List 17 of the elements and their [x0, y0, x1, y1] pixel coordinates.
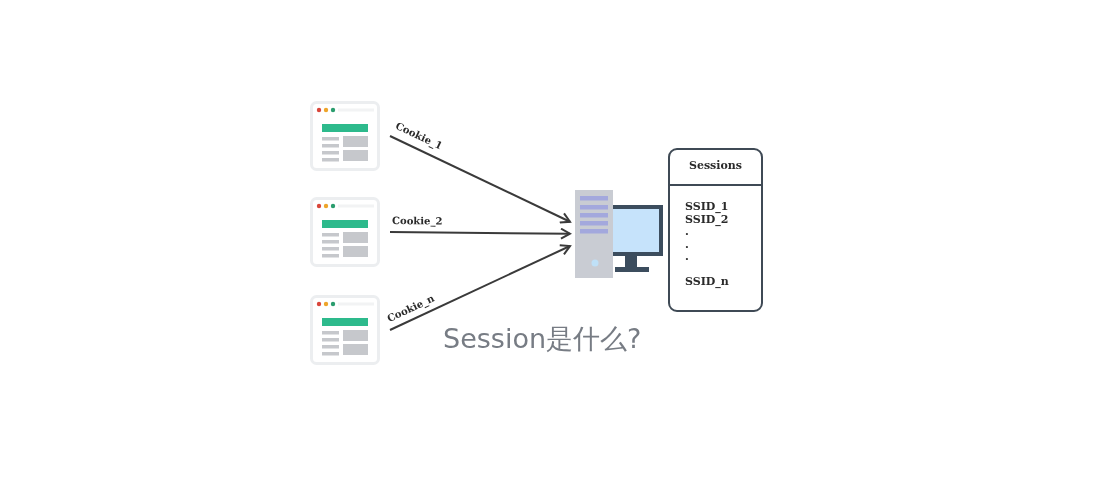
arrow: [389, 227, 571, 240]
list-item: SSID_1: [685, 201, 729, 213]
sessions-table: [668, 148, 763, 312]
list-item: .: [685, 251, 689, 263]
list-item: .: [685, 226, 689, 238]
arrow: [389, 135, 571, 224]
browser-window-drawing: [310, 295, 380, 365]
browser-window-drawing: [310, 197, 380, 267]
arrow: [389, 244, 571, 331]
computer-drawing: [573, 188, 665, 280]
list-item: .: [685, 238, 689, 251]
edge-label: Cookie_2: [392, 215, 443, 227]
list-item: SSID_n: [685, 275, 729, 288]
browser-window-drawing: [310, 101, 380, 171]
table-header: Sessions: [687, 160, 743, 172]
list-item: SSID_2: [685, 213, 729, 226]
caption-text: Session是什么?: [443, 323, 642, 355]
